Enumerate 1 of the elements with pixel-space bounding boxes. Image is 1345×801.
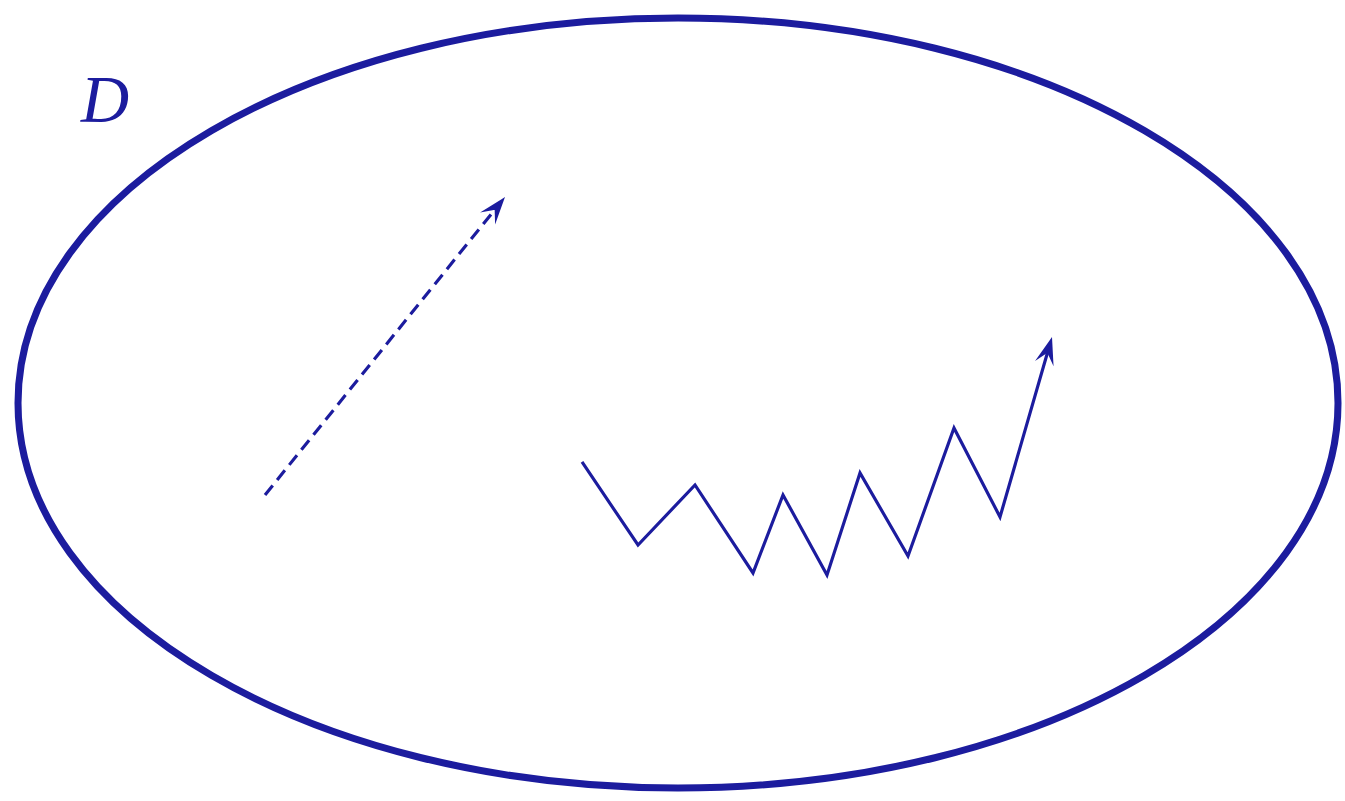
region-label: D <box>80 78 129 122</box>
